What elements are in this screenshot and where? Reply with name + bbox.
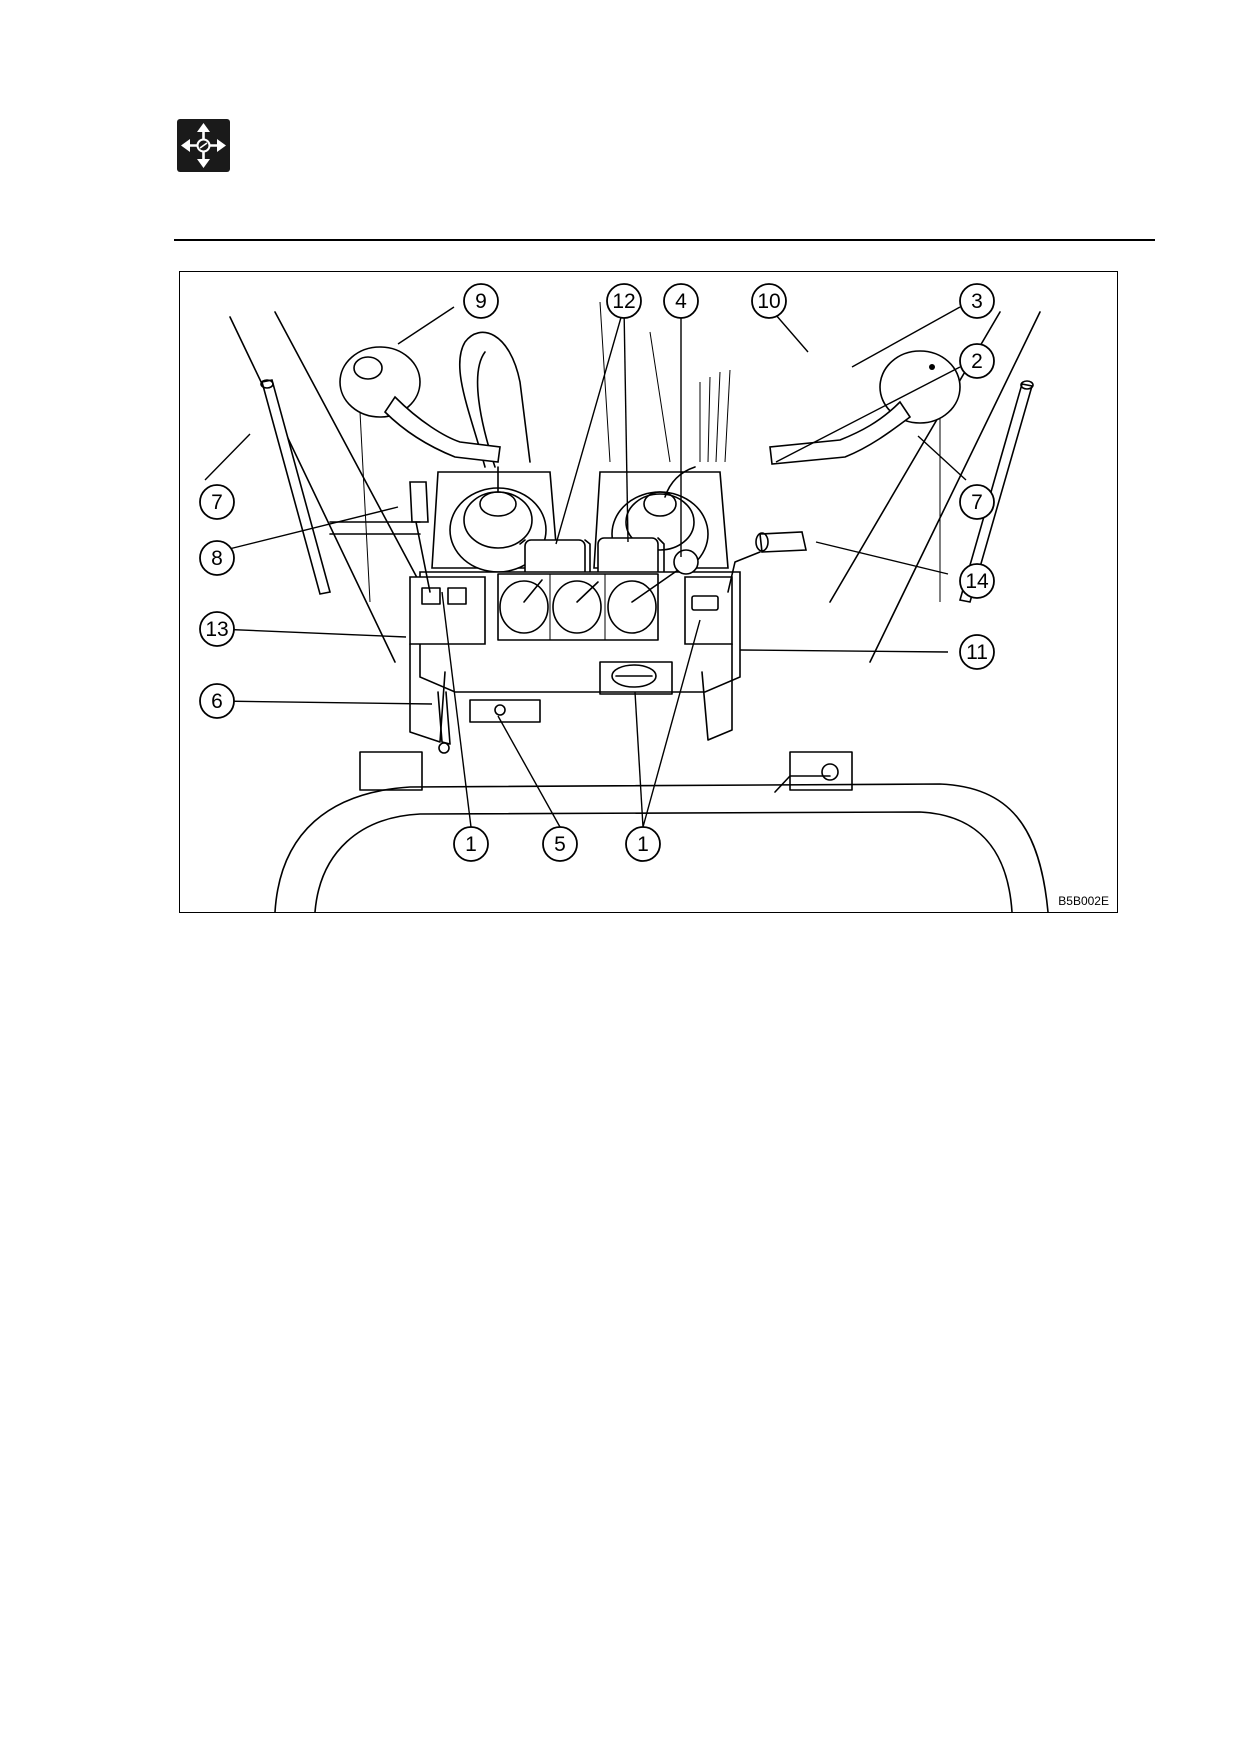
callout-13: 13 — [199, 611, 235, 647]
svg-text:1: 1 — [637, 833, 649, 856]
svg-text:3: 3 — [971, 290, 983, 313]
callout-14: 14 — [959, 563, 995, 599]
svg-text:12: 12 — [612, 290, 635, 313]
svg-text:6: 6 — [211, 690, 223, 713]
callout-6: 6 — [199, 683, 235, 719]
svg-text:11: 11 — [966, 641, 988, 664]
callout-1-left: 1 — [453, 826, 489, 862]
svg-text:10: 10 — [757, 290, 780, 313]
callout-11: 11 — [959, 634, 995, 670]
svg-text:7: 7 — [971, 491, 983, 514]
svg-text:13: 13 — [205, 618, 228, 641]
svg-text:4: 4 — [675, 290, 687, 313]
svg-text:5: 5 — [554, 833, 566, 856]
callout-12: 12 — [606, 283, 642, 319]
callout-9: 9 — [463, 283, 499, 319]
callout-8: 8 — [199, 540, 235, 576]
callout-1-right: 1 — [625, 826, 661, 862]
svg-text:14: 14 — [965, 570, 989, 593]
svg-text:1: 1 — [465, 833, 477, 856]
operator-controls-illustration: 9 12 4 10 3 2 7 7 8 14 13 11 6 1 5 1 — [199, 283, 1049, 912]
callout-2: 2 — [959, 343, 995, 379]
callout-3: 3 — [959, 283, 995, 319]
callout-7-right: 7 — [959, 484, 995, 520]
svg-text:7: 7 — [211, 491, 223, 514]
leader-lines — [204, 306, 967, 828]
callout-7-left: 7 — [199, 484, 235, 520]
callout-10: 10 — [751, 283, 787, 319]
svg-text:9: 9 — [475, 290, 487, 313]
callout-5: 5 — [542, 826, 578, 862]
four-way-arrows-icon — [177, 119, 230, 172]
header-rule — [174, 239, 1155, 241]
line-art — [229, 301, 1049, 912]
callout-4: 4 — [663, 283, 699, 319]
figure-code: B5B002E — [1058, 894, 1109, 908]
svg-text:8: 8 — [211, 547, 223, 570]
svg-text:2: 2 — [971, 350, 983, 373]
figure-frame: 9 12 4 10 3 2 7 7 8 14 13 11 6 1 5 1 B5B… — [179, 271, 1118, 913]
